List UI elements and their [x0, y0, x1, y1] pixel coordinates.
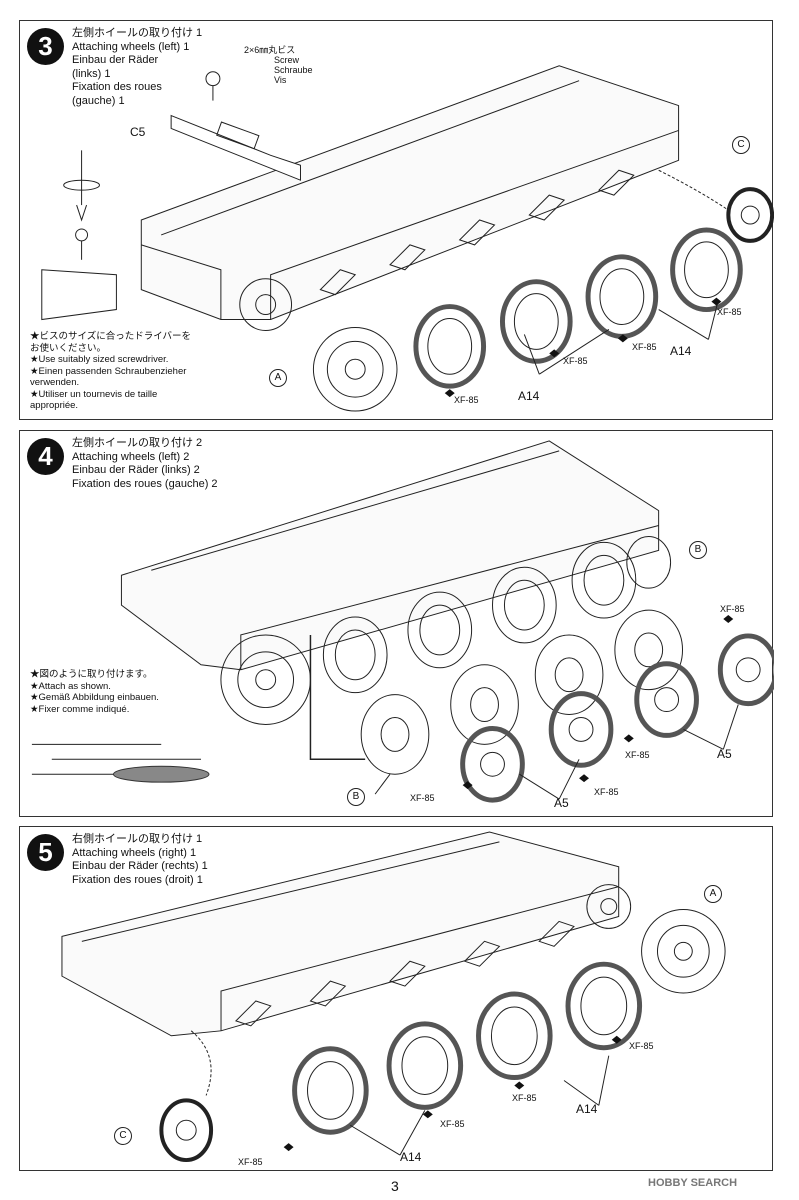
note-line: ★Utiliser un tournevis de taille	[30, 388, 158, 400]
title-de: Einbau der Räder (links) 2	[72, 464, 200, 476]
paint-label: XF-85	[629, 1041, 654, 1051]
step-title: 左側ホイールの取り付け 2 Attaching wheels (left) 2 …	[72, 437, 218, 491]
paint-label: XF-85	[454, 395, 479, 405]
part-a14-label: A14	[670, 344, 692, 358]
title-de-2: (links) 1	[72, 67, 111, 80]
part-c-callout: C	[732, 136, 750, 154]
title-ja: 左側ホイールの取り付け 1	[72, 27, 203, 39]
watermark: HOBBY SEARCH	[648, 1177, 738, 1189]
note-line: ★ビスのサイズに合ったドライバーを	[30, 331, 192, 342]
part-b-callout: B	[347, 788, 365, 806]
paint-label: XF-85	[410, 793, 435, 803]
title-de: Einbau der Räder	[72, 54, 159, 66]
step-number: 3	[27, 28, 64, 65]
paint-label: XF-85	[632, 342, 657, 352]
step-3-panel: 3 左側ホイールの取り付け 1 Attaching wheels (left) …	[19, 20, 774, 420]
screw-en: Screw	[274, 55, 300, 65]
title-fr: Fixation des roues (droit) 1	[72, 873, 203, 886]
note-line: appropriée.	[30, 400, 79, 411]
screw-fr: Vis	[274, 75, 287, 85]
note-line: ★Einen passenden Schraubenzieher	[30, 365, 187, 377]
step-title: 右側ホイールの取り付け 1 Attaching wheels (right) 1…	[72, 833, 208, 887]
part-a14-label: A14	[518, 389, 540, 403]
step-number: 4	[27, 438, 64, 475]
title-en: Attaching wheels (left) 1	[72, 40, 190, 53]
part-a-callout: A	[704, 885, 722, 903]
paint-label: XF-85	[512, 1093, 537, 1103]
paint-label: XF-85	[720, 604, 745, 614]
title-de: Einbau der Räder (rechts) 1	[72, 860, 208, 872]
title-ja: 右側ホイールの取り付け 1	[72, 833, 203, 845]
title-fr: Fixation des roues	[72, 81, 162, 93]
screw-label: 2×6㎜丸ビス Screw Schraube Vis	[244, 45, 313, 85]
note-line: ★Use suitably sized screwdriver.	[30, 354, 169, 365]
paint-label: XF-85	[594, 787, 619, 797]
step-4-panel: 4 左側ホイールの取り付け 2 Attaching wheels (left) …	[19, 430, 774, 817]
note-line: verwenden.	[30, 377, 80, 388]
screw-de: Schraube	[274, 65, 313, 75]
step-number: 5	[27, 834, 64, 871]
paint-label: XF-85	[717, 307, 742, 317]
note-line: お使いください。	[30, 342, 107, 354]
title-ja: 左側ホイールの取り付け 2	[72, 437, 203, 449]
title-en: Attaching wheels (right) 1	[72, 846, 197, 859]
page-number: 3	[391, 1178, 399, 1194]
paint-label: XF-85	[238, 1157, 263, 1167]
step-4-illustration	[31, 440, 774, 803]
step-3-illustration	[41, 65, 774, 412]
part-b-callout: B	[689, 541, 707, 559]
step-title: 左側ホイールの取り付け 1 Attaching wheels (left) 1 …	[72, 27, 202, 108]
screw-ja: 2×6㎜丸ビス	[244, 45, 296, 55]
title-fr-2: (gauche) 1	[72, 94, 125, 107]
note-line: ★図のように取り付けます。	[30, 669, 153, 680]
part-a14-label: A14	[400, 1150, 422, 1164]
paint-label: XF-85	[625, 750, 650, 760]
paint-label: XF-85	[440, 1119, 465, 1129]
note-line: ★Fixer comme indiqué.	[30, 703, 130, 715]
title-en: Attaching wheels (left) 2	[72, 450, 190, 463]
screwdriver-note: ★ビスのサイズに合ったドライバーを お使いください。 ★Use suitably…	[30, 331, 191, 412]
part-a5-label: A5	[554, 796, 569, 810]
note-line: ★Attach as shown.	[30, 680, 111, 692]
title-fr: Fixation des roues (gauche) 2	[72, 477, 218, 490]
step-5-illustration	[61, 831, 726, 1163]
part-a5-label: A5	[717, 747, 732, 761]
paint-label: XF-85	[563, 356, 588, 366]
part-a-callout: A	[269, 369, 287, 387]
part-c-callout: C	[114, 1127, 132, 1145]
part-a14-label: A14	[576, 1102, 598, 1116]
part-c5-label: C5	[130, 125, 146, 139]
step-5-panel: 5 右側ホイールの取り付け 1 Attaching wheels (right)…	[19, 826, 773, 1171]
note-line: ★Gemäß Abbildung einbauen.	[30, 692, 159, 703]
attach-note: ★図のように取り付けます。 ★Attach as shown. ★Gemäß A…	[30, 669, 159, 715]
